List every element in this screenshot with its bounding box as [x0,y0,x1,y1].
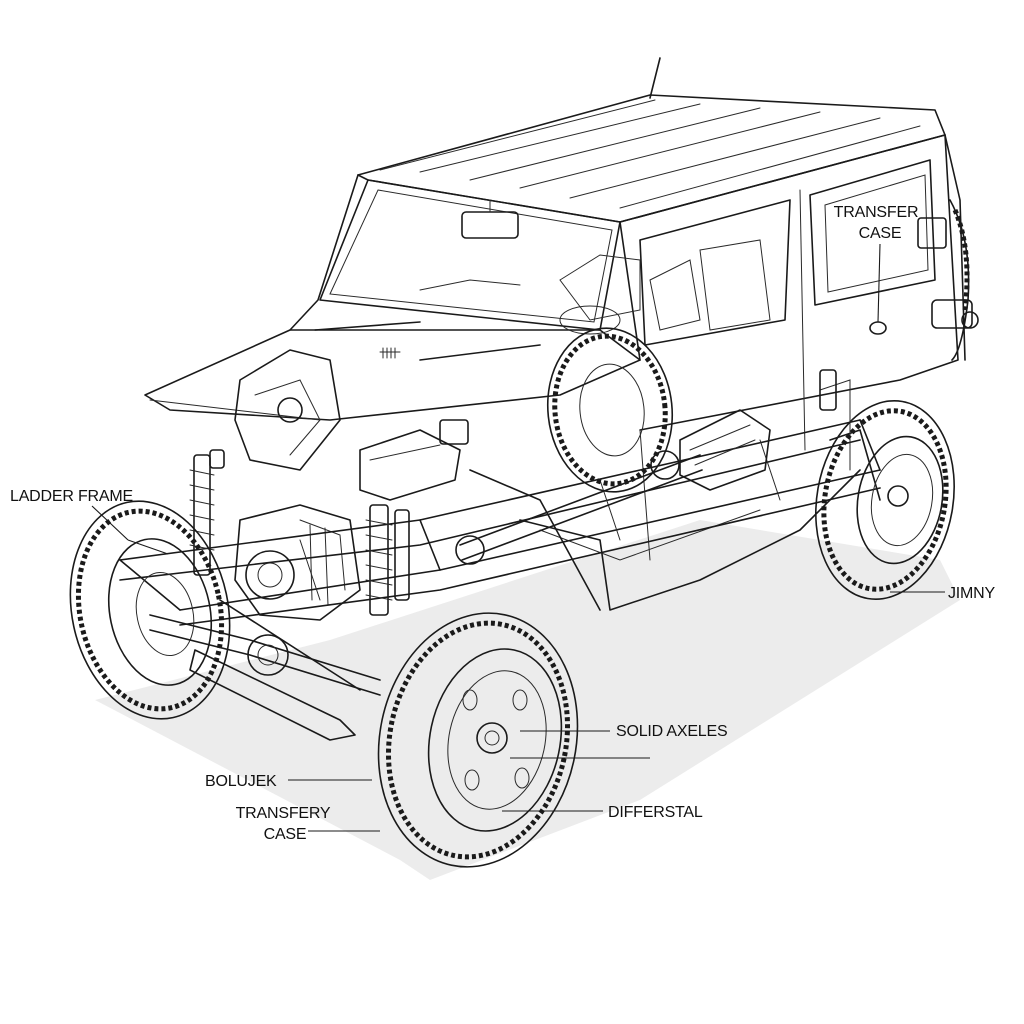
callout-jimny: JIMNY [890,585,996,602]
label-ladder-frame: LADDER FRAME [10,488,133,505]
rear-suspension [819,369,881,501]
label-solid-axeles: SOLID AXELES [616,723,727,740]
front-left-wheel [69,500,231,720]
ladder-frame [119,409,881,741]
engine-block [234,349,469,621]
callout-bolujek: BOLUJEK [205,773,372,790]
callout-transfer-case-top: TRANSFER CASE [834,204,919,335]
callout-transfery-case: TRANSFERY CASE [236,805,380,843]
callout-solid-axeles: SOLID AXELES [510,723,728,759]
label-transfery-case-1: TRANSFERY [236,805,331,822]
label-bolujek: BOLUJEK [205,773,277,790]
callout-differstal: DIFFERSTAL [502,804,703,821]
rear-spare-carrier [949,199,970,361]
label-transfer-case-top-2: CASE [859,225,902,242]
label-differstal: DIFFERSTAL [608,804,703,821]
label-jimny: JIMNY [948,585,996,602]
spare-tire [546,327,674,493]
vehicle-body [144,57,979,611]
front-suspension [149,449,410,696]
interior-seats [419,239,771,335]
label-transfery-case-2: CASE [264,826,307,843]
label-transfer-case-top-1: TRANSFER [834,204,919,221]
callout-ladder-frame: LADDER FRAME [10,488,169,555]
rear-right-wheel [815,400,955,600]
